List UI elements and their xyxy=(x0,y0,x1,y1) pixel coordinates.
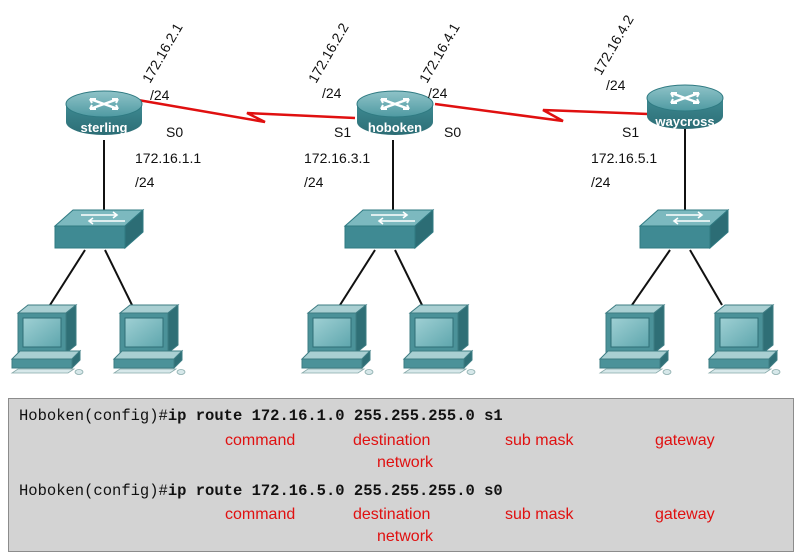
pc-link xyxy=(104,249,133,306)
svg-text:172.16.4.2: 172.16.4.2 xyxy=(590,12,637,77)
cli-prompt: Hoboken(config)# xyxy=(19,407,168,425)
pc-link xyxy=(49,249,86,306)
svg-text:172.16.2.2: 172.16.2.2 xyxy=(305,20,352,85)
cli-command: ip route xyxy=(167,482,243,500)
serial-link-hoboken-waycross xyxy=(434,102,649,123)
lan-mask-sterling: /24 xyxy=(135,174,155,190)
serial-mask-hoboken-s0: /24 xyxy=(428,85,448,101)
cli-mask: 255.255.255.0 xyxy=(353,482,475,500)
cli-command: ip route xyxy=(167,407,243,425)
pc-icon[interactable] xyxy=(403,304,476,375)
command-box: Hoboken(config)#ip route 172.16.1.0 255.… xyxy=(8,398,794,552)
interface-waycross-s1: S1 xyxy=(622,124,639,140)
cli-gateway: s1 xyxy=(484,407,503,425)
annotation-command: command xyxy=(225,432,296,449)
router-hoboken[interactable]: hoboken xyxy=(355,89,435,137)
serial-mask-sterling-s0: /24 xyxy=(150,87,170,103)
annotation-destination: destination xyxy=(353,506,431,523)
router-waycross[interactable]: waycross xyxy=(645,83,725,131)
cli-gateway: s0 xyxy=(484,482,503,500)
lan-mask-waycross: /24 xyxy=(591,174,611,190)
interface-sterling-s0: S0 xyxy=(166,124,183,140)
serial-ip-hoboken-s0: 172.16.4.1 xyxy=(416,20,463,85)
pc-link xyxy=(689,249,723,306)
pc-icon[interactable] xyxy=(708,304,781,375)
svg-text:172.16.4.1: 172.16.4.1 xyxy=(416,20,463,85)
lan-ip-sterling: 172.16.1.1 xyxy=(135,150,201,166)
cli-mask: 255.255.255.0 xyxy=(353,407,475,425)
switch-hoboken[interactable] xyxy=(344,209,434,249)
lan-ip-waycross: 172.16.5.1 xyxy=(591,150,657,166)
router-name-sterling: sterling xyxy=(81,120,128,135)
command-line-1[interactable]: Hoboken(config)#ip route 172.16.1.0 255.… xyxy=(19,407,503,425)
serial-ip-hoboken-s1: 172.16.2.2 xyxy=(305,20,352,85)
lan-ip-hoboken: 172.16.3.1 xyxy=(304,150,370,166)
pc-link xyxy=(631,249,671,306)
network-diagram: sterling hoboken waycross 172.16.2.1 /24… xyxy=(11,12,781,375)
serial-ip-waycross-s1: 172.16.4.2 xyxy=(590,12,637,77)
annotation-command: command xyxy=(225,506,296,523)
interface-hoboken-s0: S0 xyxy=(444,124,461,140)
serial-mask-waycross-s1: /24 xyxy=(606,77,626,93)
annotation-network: network xyxy=(377,454,434,471)
switch-waycross[interactable] xyxy=(639,209,729,249)
pc-icon[interactable] xyxy=(11,304,84,375)
router-sterling[interactable]: sterling xyxy=(64,89,144,137)
serial-link-sterling-hoboken xyxy=(137,98,356,124)
cli-network: 172.16.1.0 xyxy=(251,407,345,425)
annotation-sub-mask: sub mask xyxy=(505,432,574,449)
lan-mask-hoboken: /24 xyxy=(304,174,324,190)
router-name-hoboken: hoboken xyxy=(368,120,422,135)
svg-text:172.16.2.1: 172.16.2.1 xyxy=(139,20,186,85)
pc-icon[interactable] xyxy=(113,304,186,375)
serial-ip-sterling-s0: 172.16.2.1 xyxy=(139,20,186,85)
annotation-gateway: gateway xyxy=(655,432,715,449)
cli-prompt: Hoboken(config)# xyxy=(19,482,168,500)
pc-link xyxy=(339,249,376,306)
pc-icon[interactable] xyxy=(301,304,374,375)
command-line-2[interactable]: Hoboken(config)#ip route 172.16.5.0 255.… xyxy=(19,482,503,500)
switch-sterling[interactable] xyxy=(54,209,144,249)
pc-icon[interactable] xyxy=(599,304,672,375)
serial-mask-hoboken-s1: /24 xyxy=(322,85,342,101)
annotation-sub-mask: sub mask xyxy=(505,506,574,523)
annotation-network: network xyxy=(377,528,434,545)
interface-hoboken-s1: S1 xyxy=(334,124,351,140)
router-name-waycross: waycross xyxy=(654,114,714,129)
annotation-gateway: gateway xyxy=(655,506,715,523)
cli-network: 172.16.5.0 xyxy=(251,482,345,500)
annotation-destination: destination xyxy=(353,432,431,449)
pc-link xyxy=(394,249,423,306)
